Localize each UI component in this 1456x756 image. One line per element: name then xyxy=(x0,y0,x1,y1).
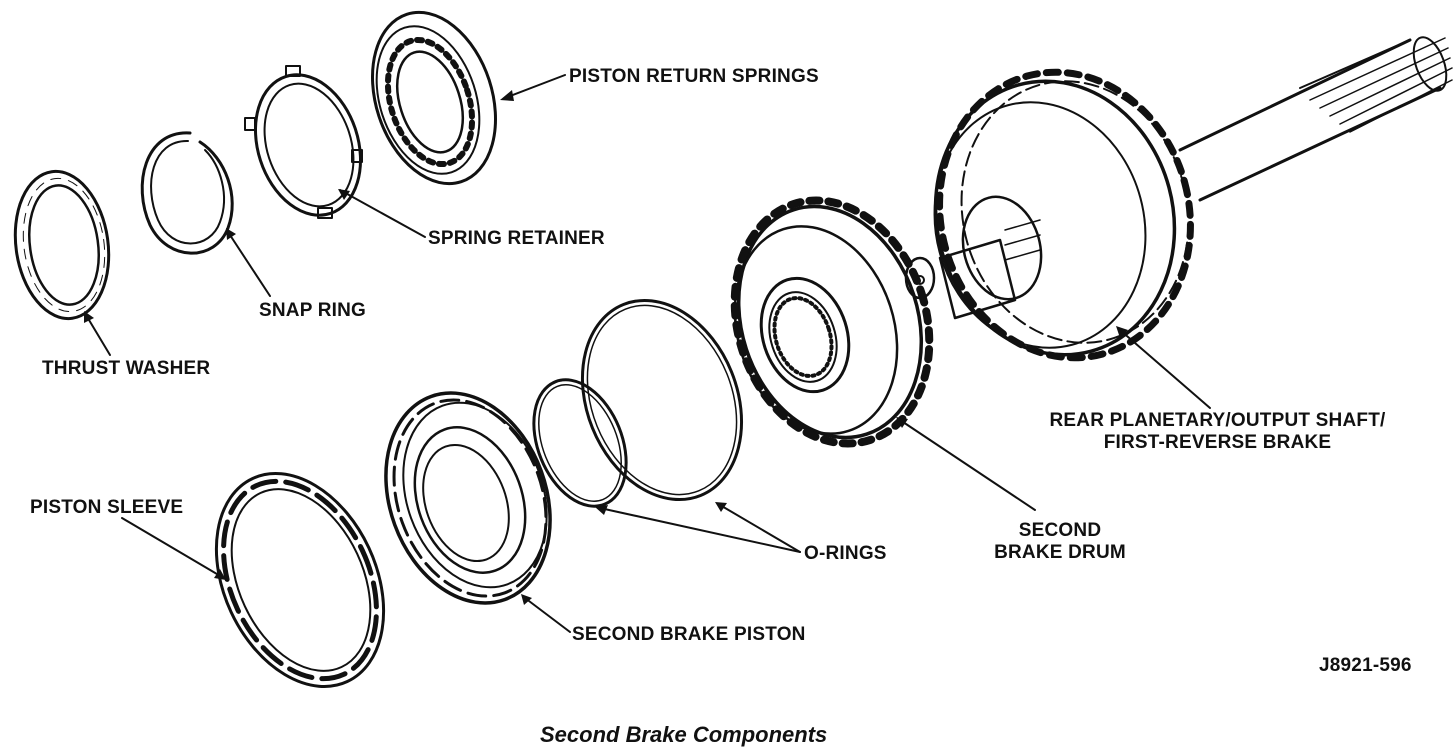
label-rear-planetary-line2: FIRST-REVERSE BRAKE xyxy=(1103,432,1332,453)
label-rear-planetary: REAR PLANETARY/OUTPUT SHAFT/ FIRST-REVER… xyxy=(1040,410,1395,454)
rear-planetary-output-shaft-part xyxy=(904,36,1453,362)
label-piston-return-springs: PISTON RETURN SPRINGS xyxy=(569,66,819,87)
snap-ring-part xyxy=(140,131,234,255)
spring-retainer-part xyxy=(244,65,363,219)
label-piston-sleeve: PISTON SLEEVE xyxy=(30,497,184,518)
figure-caption: Second Brake Components xyxy=(540,722,828,747)
figure-code: J8921-596 xyxy=(1319,655,1412,676)
second-brake-drum-part xyxy=(730,196,934,448)
label-snap-ring: SNAP RING xyxy=(259,300,367,321)
piston-sleeve-part xyxy=(214,472,386,688)
leader-lines xyxy=(85,74,1211,633)
leader-arrowheads xyxy=(84,90,1128,605)
label-second-brake-drum-line2: BRAKE DRUM xyxy=(994,542,1126,563)
label-second-brake-piston: SECOND BRAKE PISTON xyxy=(572,624,806,645)
o-rings-part xyxy=(532,298,744,508)
label-second-brake-drum: SECOND BRAKE DRUM xyxy=(985,520,1135,564)
thrust-washer-part xyxy=(13,169,111,321)
label-second-brake-drum-line1: SECOND xyxy=(1018,520,1102,541)
second-brake-piston-part xyxy=(384,391,552,605)
piston-return-springs-part xyxy=(370,10,498,186)
label-o-rings: O-RINGS xyxy=(804,543,887,564)
label-spring-retainer: SPRING RETAINER xyxy=(428,228,605,249)
label-rear-planetary-line1: REAR PLANETARY/OUTPUT SHAFT/ xyxy=(1049,410,1386,431)
label-thrust-washer: THRUST WASHER xyxy=(42,358,211,379)
